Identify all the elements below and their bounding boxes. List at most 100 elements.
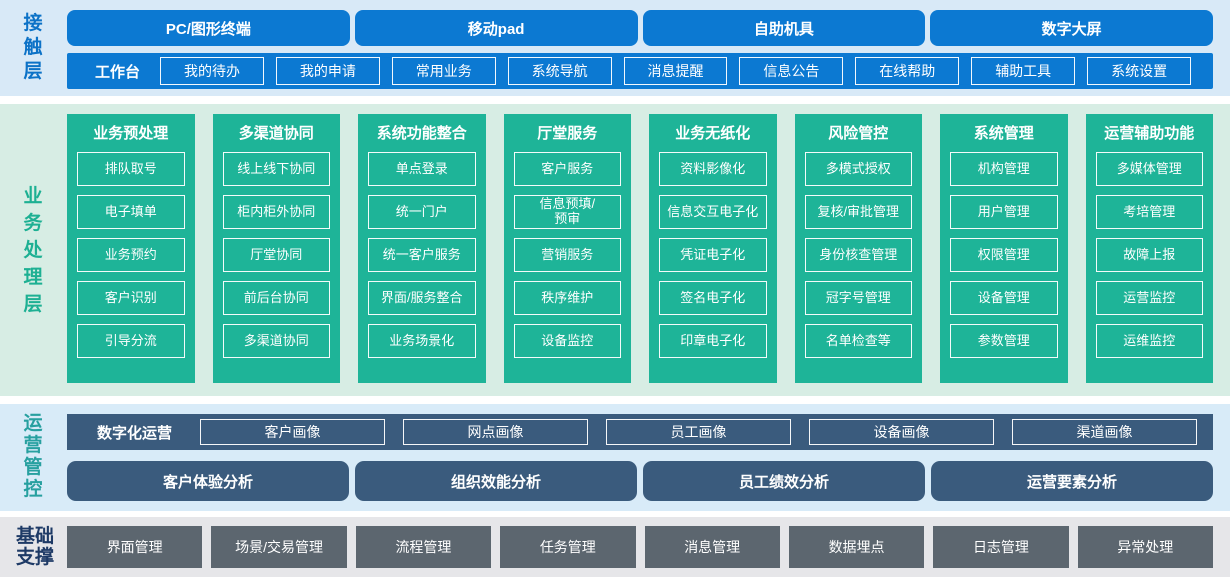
business-item: 信息预填/ 预审 (513, 195, 621, 229)
operations-layer-label: 运营管控 (23, 413, 43, 500)
business-column-title: 系统管理 (973, 125, 1034, 142)
channel-bar: 移动pad (354, 10, 638, 46)
business-item: 复核/审批管理 (804, 195, 912, 229)
foundation-item: 界面管理 (67, 526, 203, 568)
business-item: 客户识别 (77, 281, 185, 315)
business-column-paperless: 业务无纸化 资料影像化信息交互电子化凭证电子化签名电子化印章电子化 (649, 114, 777, 383)
business-item: 营销服务 (513, 238, 621, 272)
business-item: 引导分流 (77, 324, 185, 358)
business-item: 签名电子化 (659, 281, 767, 315)
portrait-item: 网点画像 (403, 419, 589, 445)
business-item: 统一客户服务 (368, 238, 476, 272)
analysis-bar: 组织效能分析 (355, 461, 637, 501)
business-columns: 业务预处理 排队取号电子填单业务预约客户识别引导分流 多渠道协同 线上线下协同柜… (67, 114, 1213, 383)
business-column-system-admin: 系统管理 机构管理用户管理权限管理设备管理参数管理 (940, 114, 1068, 383)
foundation-row: 界面管理场景/交易管理流程管理任务管理消息管理数据埋点日志管理异常处理 (67, 526, 1213, 568)
business-column-title: 风险管控 (828, 125, 889, 142)
foundation-item: 任务管理 (500, 526, 636, 568)
business-column-title: 业务无纸化 (675, 125, 751, 142)
business-item: 排队取号 (77, 152, 185, 186)
business-column-integration: 系统功能整合 单点登录统一门户统一客户服务界面/服务整合业务场景化 (358, 114, 486, 383)
digital-operations-items: 客户画像网点画像员工画像设备画像渠道画像 (200, 419, 1198, 445)
business-item: 界面/服务整合 (368, 281, 476, 315)
business-item: 运维监控 (1095, 324, 1203, 358)
business-item: 运营监控 (1095, 281, 1203, 315)
business-item: 多渠道协同 (222, 324, 330, 358)
foundation-item: 消息管理 (644, 526, 780, 568)
business-item: 设备监控 (513, 324, 621, 358)
foundation-item: 流程管理 (355, 526, 492, 568)
business-column-hall-service: 厅堂服务 客户服务信息预填/ 预审营销服务秩序维护设备监控 (503, 114, 631, 383)
business-column-preprocess: 业务预处理 排队取号电子填单业务预约客户识别引导分流 (67, 114, 195, 383)
business-item: 机构管理 (950, 152, 1058, 186)
foundation-item: 场景/交易管理 (211, 526, 347, 568)
workbench-item: 我的待办 (160, 57, 264, 85)
business-column-items: 机构管理用户管理权限管理设备管理参数管理 (950, 152, 1058, 358)
foundation-item: 异常处理 (1077, 526, 1213, 568)
workbench-item: 信息公告 (739, 57, 844, 85)
business-item: 前后台协同 (222, 281, 330, 315)
business-item: 设备管理 (950, 281, 1058, 315)
business-item: 业务场景化 (368, 324, 476, 358)
business-item: 线上线下协同 (222, 152, 330, 186)
channel-bar: 数字大屏 (930, 10, 1213, 46)
business-item: 名单检查等 (804, 324, 912, 358)
business-column-risk-control: 风险管控 多模式授权复核/审批管理身份核查管理冠字号管理名单检查等 (794, 114, 922, 383)
workbench-bar: 工作台 我的待办我的申请常用业务系统导航消息提醒信息公告在线帮助辅助工具系统设置 (67, 53, 1213, 89)
workbench-item: 我的申请 (275, 57, 380, 85)
business-column-items: 多媒体管理考培管理故障上报运营监控运维监控 (1095, 152, 1203, 358)
business-column-title: 系统功能整合 (376, 125, 467, 142)
workbench-item: 系统导航 (507, 57, 612, 85)
business-item: 考培管理 (1095, 195, 1203, 229)
business-item: 故障上报 (1095, 238, 1203, 272)
channel-bar: 自助机具 (642, 10, 926, 46)
business-item: 资料影像化 (659, 152, 767, 186)
business-item: 凭证电子化 (659, 238, 767, 272)
business-column-title: 业务预处理 (93, 125, 169, 142)
analysis-bar: 运营要素分析 (931, 461, 1213, 501)
business-column-items: 多模式授权复核/审批管理身份核查管理冠字号管理名单检查等 (804, 152, 912, 358)
business-item: 统一门户 (368, 195, 476, 229)
business-column-items: 线上线下协同柜内柜外协同厅堂协同前后台协同多渠道协同 (222, 152, 330, 358)
analysis-row: 客户体验分析组织效能分析员工绩效分析运营要素分析 (67, 461, 1213, 501)
business-column-items: 单点登录统一门户统一客户服务界面/服务整合业务场景化 (368, 152, 476, 358)
foundation-layer-label: 基础支撑 (15, 526, 54, 568)
portrait-item: 员工画像 (606, 419, 792, 445)
workbench-item: 常用业务 (391, 57, 496, 85)
business-item: 用户管理 (950, 195, 1058, 229)
portrait-item: 设备画像 (809, 419, 995, 445)
business-item: 厅堂协同 (222, 238, 330, 272)
channel-bar: PC/图形终端 (67, 10, 350, 46)
business-column-items: 资料影像化信息交互电子化凭证电子化签名电子化印章电子化 (659, 152, 767, 358)
business-item: 身份核查管理 (804, 238, 912, 272)
business-item: 参数管理 (950, 324, 1058, 358)
foundation-item: 日志管理 (933, 526, 1069, 568)
business-item: 单点登录 (368, 152, 476, 186)
business-column-title: 厅堂服务 (537, 125, 598, 142)
business-item: 冠字号管理 (804, 281, 912, 315)
analysis-bar: 客户体验分析 (67, 461, 349, 501)
business-item: 权限管理 (950, 238, 1058, 272)
workbench-item: 辅助工具 (971, 57, 1076, 85)
business-item: 客户服务 (513, 152, 621, 186)
workbench-item: 消息提醒 (623, 57, 728, 85)
business-item: 秩序维护 (513, 281, 621, 315)
business-column-title: 多渠道协同 (238, 125, 314, 142)
workbench-label: 工作台 (95, 63, 141, 81)
portrait-item: 渠道画像 (1012, 419, 1198, 445)
business-item: 多媒体管理 (1095, 152, 1203, 186)
contact-layer-label: 接触层 (23, 13, 43, 82)
business-item: 电子填单 (77, 195, 185, 229)
business-item: 业务预约 (77, 238, 185, 272)
business-layer-label: 业务处理层 (23, 186, 43, 315)
digital-operations-label: 数字化运营 (97, 424, 173, 442)
business-column-title: 运营辅助功能 (1104, 125, 1195, 142)
business-column-items: 客户服务信息预填/ 预审营销服务秩序维护设备监控 (513, 152, 621, 358)
business-column-ops-aux: 运营辅助功能 多媒体管理考培管理故障上报运营监控运维监控 (1085, 114, 1213, 383)
business-column-multichannel: 多渠道协同 线上线下协同柜内柜外协同厅堂协同前后台协同多渠道协同 (212, 114, 340, 383)
business-column-items: 排队取号电子填单业务预约客户识别引导分流 (77, 152, 185, 358)
digital-operations-bar: 数字化运营 客户画像网点画像员工画像设备画像渠道画像 (67, 414, 1213, 450)
business-item: 柜内柜外协同 (222, 195, 330, 229)
workbench-item: 系统设置 (1087, 57, 1192, 85)
